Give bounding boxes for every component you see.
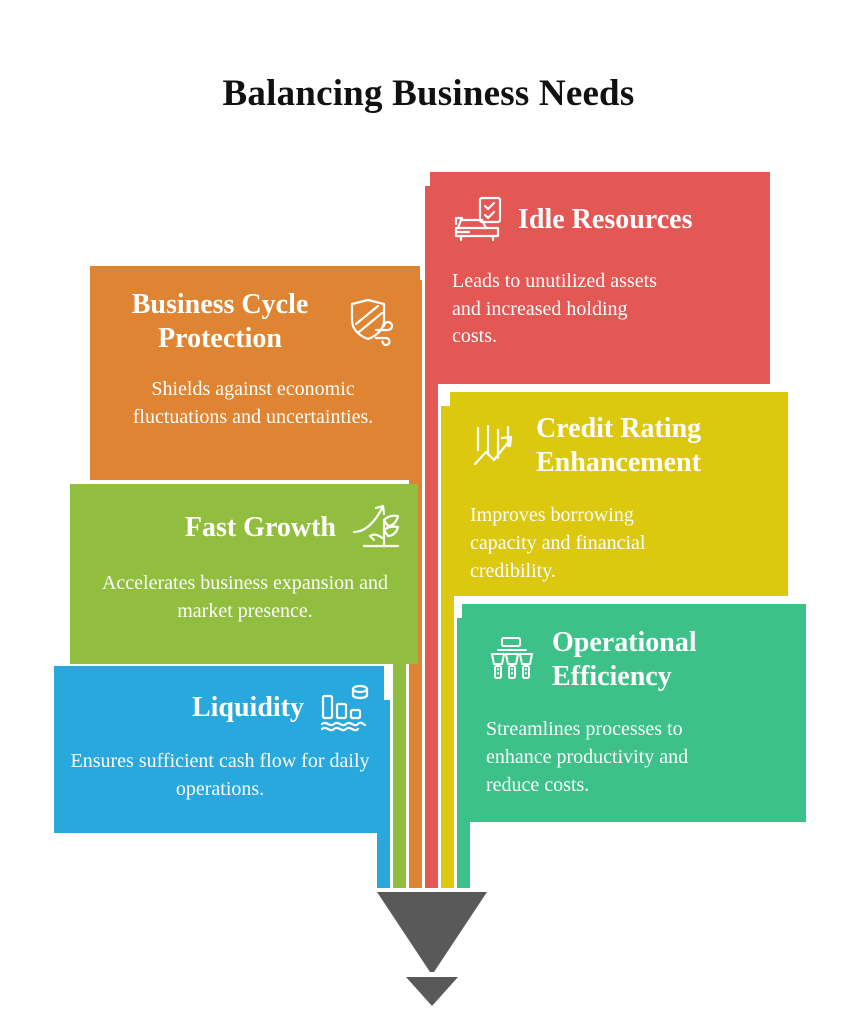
panel-description: Leads to unutilized assets and increased… <box>452 270 657 348</box>
panel-description: Improves borrowing capacity and financia… <box>470 504 646 582</box>
panel-title: Business Cycle Protection <box>131 289 309 355</box>
funnel-tip <box>406 977 458 1006</box>
shield-wind-icon <box>346 296 398 348</box>
panel-title: Liquidity <box>191 691 304 723</box>
panel-title: Idle Resources <box>518 203 693 235</box>
panel-business-cycle-protection[interactable]: Business Cycle Protection Shields agains… <box>90 266 420 480</box>
panel-description: Accelerates business expansion and marke… <box>101 572 388 622</box>
panel-description: Ensures sufficient cash flow for daily o… <box>70 750 370 800</box>
panel-credit-rating-enhancement[interactable]: Credit Rating Enhancement Improves borro… <box>450 392 788 596</box>
car-checklist-icon <box>452 194 504 246</box>
panel-title: Operational Efficiency <box>552 627 697 693</box>
panel-liquidity[interactable]: Liquidity Ensures sufficient cash flow f… <box>54 666 384 833</box>
panel-title: Credit Rating Enhancement <box>536 413 702 479</box>
converging-funnel <box>377 892 487 1006</box>
panel-operational-efficiency[interactable]: Operational Efficiency Streamlines proce… <box>462 604 806 822</box>
plant-growth-arrow-icon <box>350 502 402 554</box>
funnel-body <box>377 892 487 972</box>
bar-chart-arrow-up-icon <box>470 420 522 472</box>
panel-description: Shields against economic fluctuations an… <box>132 378 374 428</box>
factory-machinery-icon <box>486 634 538 686</box>
panel-idle-resources[interactable]: Idle Resources Leads to unutilized asset… <box>430 172 770 384</box>
panel-title: Fast Growth <box>184 511 336 543</box>
panel-description: Streamlines processes to enhance product… <box>486 718 689 796</box>
bar-chart-coins-water-icon <box>318 682 370 734</box>
page-title: Balancing Business Needs <box>222 73 635 114</box>
panel-fast-growth[interactable]: Fast Growth Accelerates business expansi… <box>70 484 418 664</box>
